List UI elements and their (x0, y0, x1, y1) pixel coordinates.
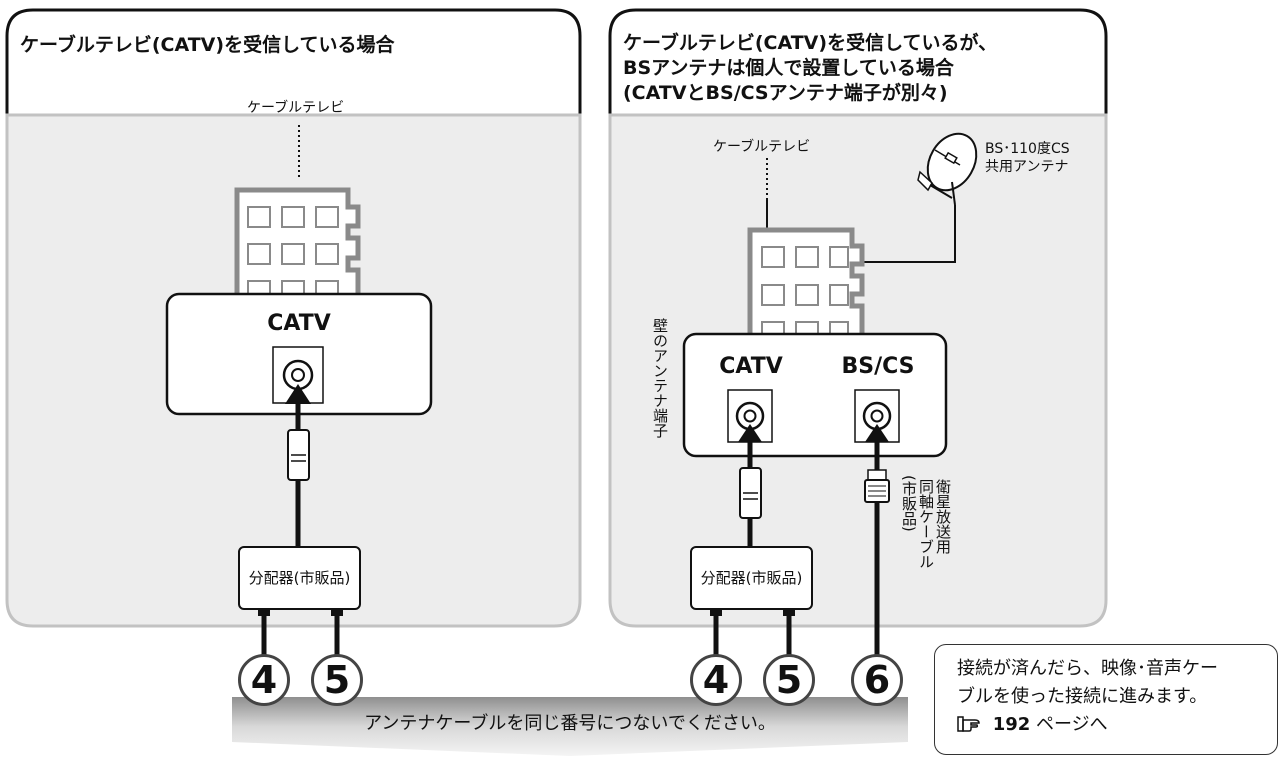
right-catv-arrow-up-icon (738, 424, 762, 442)
left-number-4: 4 (238, 654, 290, 706)
right-wall-outlet-box (682, 332, 948, 458)
left-building-icon (234, 187, 361, 300)
left-cabletv-label: ケーブルテレビ (247, 100, 345, 116)
right-bscs-outlet-label: BS/CS (841, 354, 915, 379)
left-splitter: 分配器(市販品) (238, 546, 361, 610)
right-number-4: 4 (690, 654, 742, 706)
left-number-5: 5 (311, 654, 363, 706)
antenna-cable (860, 205, 956, 263)
right-building-icon (747, 227, 865, 336)
antenna-label-line2: 共用アンテナ (985, 159, 1069, 175)
right-splitter-label: 分配器(市販品) (700, 569, 803, 587)
satellite-cable-label-line3: (市販品) (900, 475, 918, 532)
right-cabletv-label: ケーブルテレビ (713, 139, 811, 155)
right-number-5: 5 (763, 654, 815, 706)
satellite-cable-label-line2: 同軸ケーブル (917, 479, 935, 569)
satellite-dish-icon (917, 132, 978, 206)
instruction-banner-bg (232, 697, 908, 756)
wall-terminal-label: 壁のアンテナ端子 (651, 318, 669, 438)
right-panel-title-line2: BSアンテナは個人で設置している場合 (623, 57, 954, 79)
right-panel-header-border (608, 8, 1108, 115)
note-line2: ブルを使った接続に進みます。 (957, 686, 1208, 707)
note-page-suffix: ページへ (1036, 714, 1108, 735)
next-step-note: 接続が済んだら、映像･音声ケー ブルを使った接続に進みます。 192 ページへ (934, 644, 1278, 755)
note-line1: 接続が済んだら、映像･音声ケー (957, 658, 1218, 679)
satellite-cable-label-line1: 衛星放送用 (934, 479, 952, 554)
right-splitter: 分配器(市販品) (690, 546, 813, 610)
satellite-f-connector (864, 469, 890, 503)
right-panel-title-line1: ケーブルテレビ(CATV)を受信しているが、 (623, 32, 998, 54)
note-ref-line[interactable]: 192 ページへ (957, 711, 1277, 739)
left-panel-title: ケーブルテレビ(CATV)を受信している場合 (20, 34, 395, 56)
left-panel-header-border (5, 8, 582, 115)
left-catv-outlet-label: CATV (267, 311, 331, 336)
right-catv-outlet-label: CATV (719, 354, 783, 379)
left-arrow-up-icon (285, 384, 311, 404)
reference-pointer-icon (957, 713, 981, 732)
instruction-banner-text: アンテナケーブルを同じ番号につないでください。 (364, 713, 776, 734)
left-splitter-label: 分配器(市販品) (248, 569, 351, 587)
right-number-6: 6 (851, 654, 903, 706)
right-bscs-arrow-up-icon (865, 424, 889, 442)
antenna-label-line1: BS･110度CS (985, 141, 1070, 157)
note-page-number[interactable]: 192 (992, 714, 1031, 735)
right-panel-title-line3: (CATVとBS/CSアンテナ端子が別々) (623, 82, 948, 104)
